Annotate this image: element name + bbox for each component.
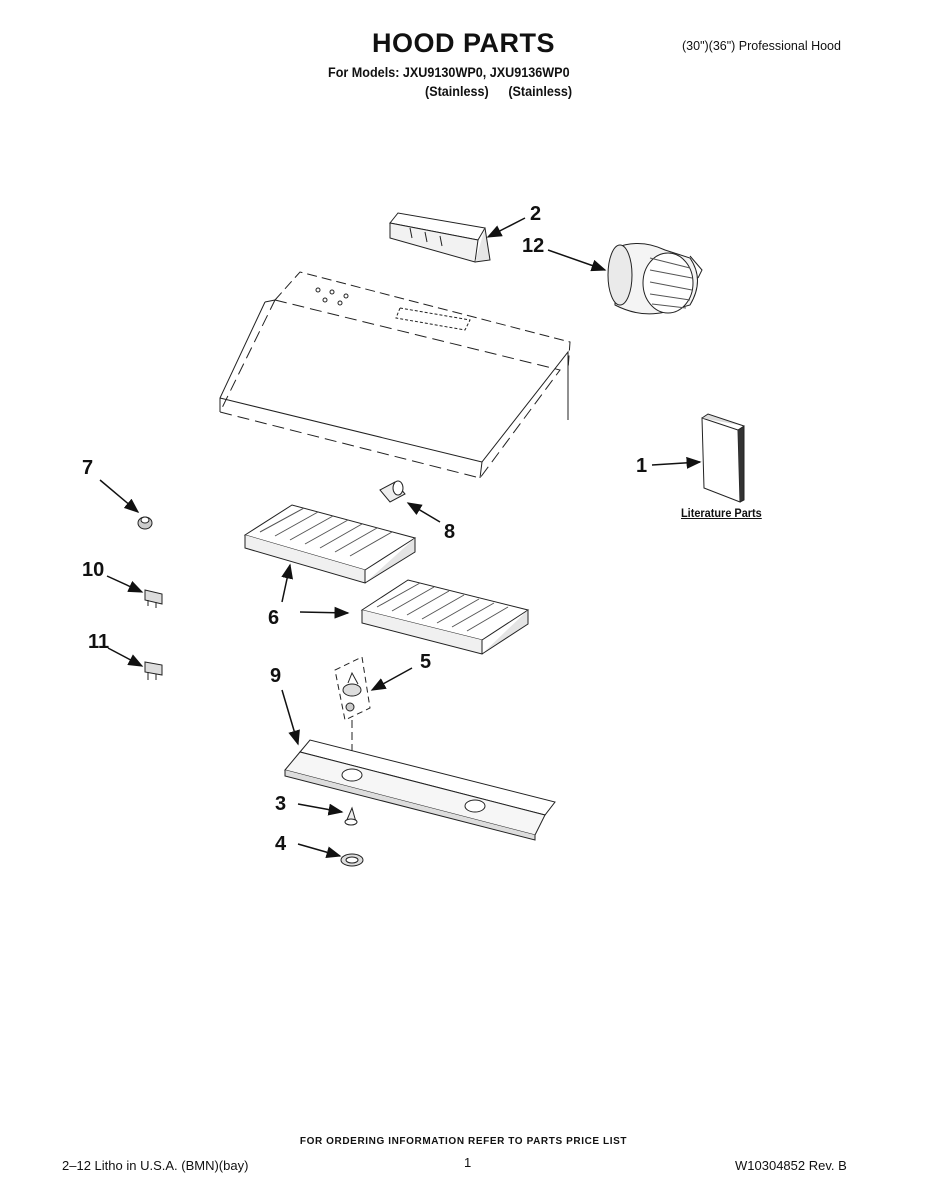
callout-3: 3 [275,793,286,815]
part-9-bottom-panel [284,739,556,841]
arrow-7 [99,479,140,513]
page-number: 1 [464,1155,472,1170]
arrow-6b [299,606,350,619]
litho-note: 2–12 Litho in U.S.A. (BMN)(bay) [62,1158,249,1173]
arrow-2 [486,217,526,238]
part-12-blower [607,243,703,315]
arrow-10 [106,575,144,593]
part-2-damper [389,212,491,263]
finish-label-1: (Stainless) [425,83,489,99]
part-1-literature [701,413,745,503]
arrow-12 [547,249,607,272]
arrow-11 [107,647,144,667]
arrow-8 [406,502,441,523]
variant-label: (30")(36") Professional Hood [682,39,841,53]
callout-4: 4 [275,833,287,855]
callout-6: 6 [268,607,279,629]
callout-7: 7 [82,457,93,479]
page-title: HOOD PARTS [371,28,555,58]
callout-8: 8 [444,521,455,543]
ordering-note: FOR ORDERING INFORMATION REFER TO PARTS … [299,1136,628,1147]
callout-12: 12 [522,235,544,257]
hood-body [219,271,571,479]
callout-10: 10 [82,559,104,581]
finish-line: (Stainless) (Stainless) [425,83,572,99]
part-11-switch [144,661,163,680]
callout-9: 9 [270,665,281,687]
part-5-lamp-assembly [334,656,371,770]
models-line: For Models: JXU9130WP0, JXU9136WP0 [328,64,570,80]
callout-1: 1 [636,455,647,477]
part-6-filter-b [360,579,530,655]
arrow-3 [297,803,344,816]
callout-11: 11 [88,631,109,653]
arrow-1 [651,456,702,469]
finish-label-2: (Stainless) [508,83,573,99]
part-4-lens [340,853,364,867]
arrow-9 [281,689,300,746]
arrow-5 [370,667,413,691]
arrow-4 [297,843,342,859]
part-10-switch [144,589,163,608]
part-8-socket [379,480,406,503]
part-6-filter-a [243,504,417,584]
literature-parts-label: Literature Parts [681,508,762,520]
callout-5: 5 [420,651,431,673]
document-number: W10304852 Rev. B [735,1158,847,1173]
part-7-knob [137,516,153,530]
part-3-bulb [344,806,358,826]
callout-2: 2 [530,203,541,225]
arrow-6a [281,563,294,603]
